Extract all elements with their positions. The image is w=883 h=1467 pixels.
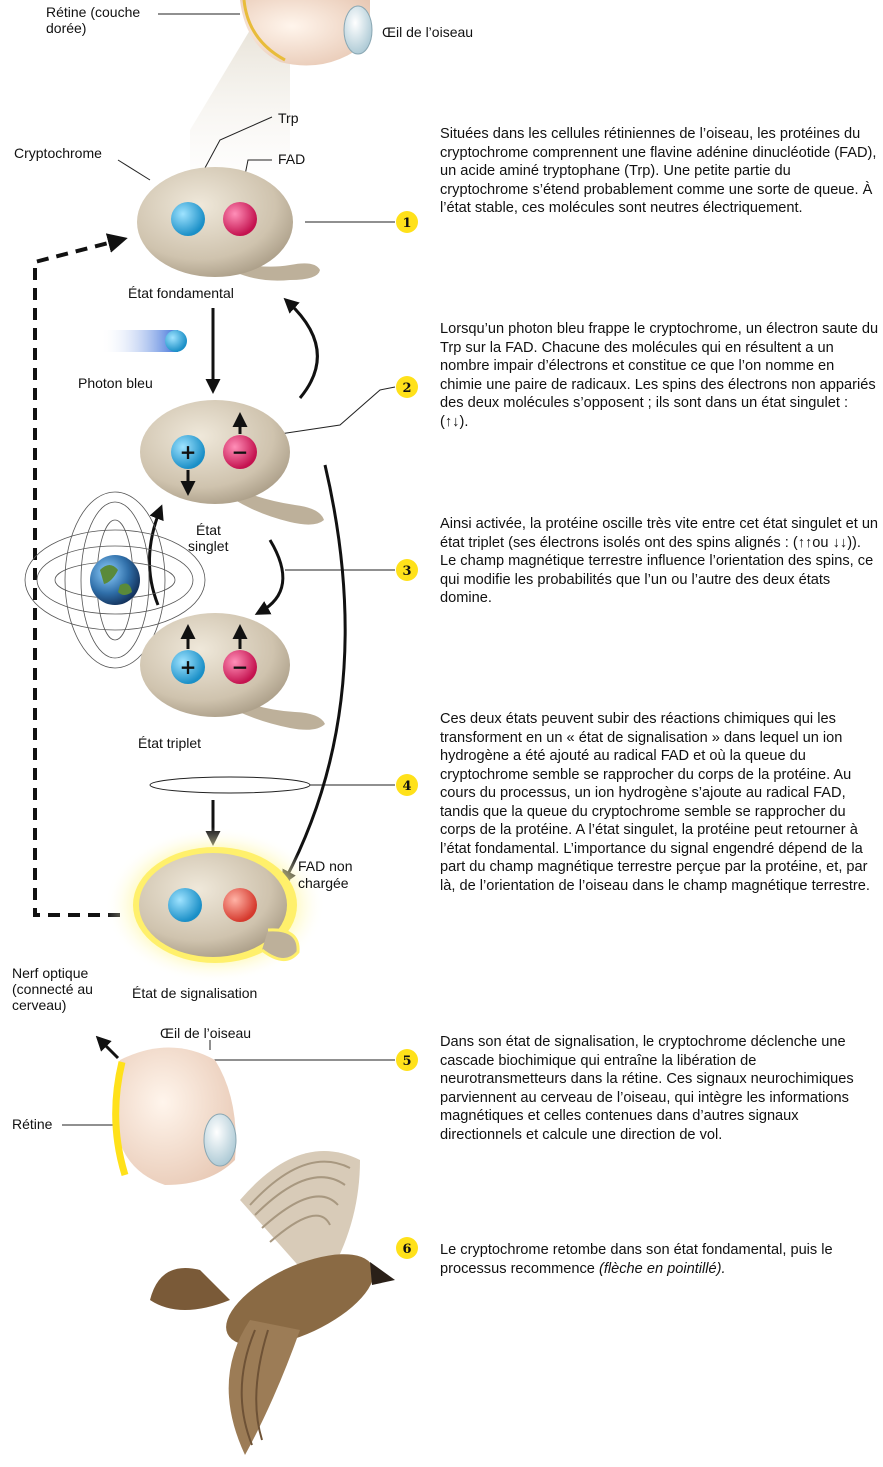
svg-text:−: − [232, 440, 249, 464]
trp-ball [171, 202, 205, 236]
label-cryptochrome: Cryptochrome [14, 145, 102, 162]
label-etat-triplet: État triplet [138, 735, 201, 752]
badge-number-1: 1 [402, 216, 411, 231]
step-2-description: Lorsqu’un photon bleu frappe le cryptoch… [440, 320, 880, 431]
step-4-description: Ces deux états peuvent subir des réactio… [440, 710, 880, 895]
label-retine-top: Rétine (couche dorée) [46, 4, 158, 36]
fad-ball [223, 202, 257, 236]
label-etat-singlet-2: singlet [188, 538, 228, 555]
label-nerf-optique: Nerf optique (connecté au cerveau) [12, 965, 112, 1013]
protein-triplet-state: + − [140, 613, 325, 730]
label-retine-bottom: Rétine [12, 1116, 52, 1133]
step-1-description: Situées dans les cellules rétiniennes de… [440, 125, 880, 218]
badge-number-4: 4 [402, 779, 411, 794]
label-photon-bleu: Photon bleu [78, 375, 153, 392]
badge-number-2: 2 [402, 381, 411, 396]
svg-text:+: + [180, 440, 197, 464]
step-3-description: Ainsi activée, la protéine oscille très … [440, 515, 880, 608]
badge-number-3: 3 [402, 564, 411, 579]
flying-bird [150, 1151, 395, 1455]
label-fad: FAD [278, 151, 305, 168]
label-etat-singlet-1: État [196, 522, 221, 539]
step-badges: 1 2 3 4 5 6 [396, 211, 418, 1259]
label-oeil-bottom: Œil de l’oiseau [160, 1025, 251, 1042]
protein-singlet-state: + − [140, 400, 324, 525]
label-fad-non-1: FAD non [298, 858, 352, 875]
step-6-italic: (flèche en pointillé). [599, 1261, 726, 1277]
step-6-description: Le cryptochrome retombe dans son état fo… [440, 1241, 880, 1278]
blue-photon [100, 330, 187, 352]
label-trp: Trp [278, 110, 298, 127]
label-fad-non-2: chargée [298, 875, 349, 892]
label-oeil-top: Œil de l’oiseau [382, 24, 473, 41]
svg-text:−: − [232, 655, 249, 679]
protein-signalling-state [105, 827, 325, 983]
label-etat-fondamental: État fondamental [128, 285, 234, 302]
badge-number-5: 5 [402, 1054, 411, 1069]
protein-ground-state [137, 167, 320, 281]
bottom-eye [100, 1040, 236, 1185]
step-5-description: Dans son état de signalisation, le crypt… [440, 1033, 880, 1144]
badge-number-6: 6 [402, 1242, 411, 1257]
svg-text:+: + [180, 655, 197, 679]
label-etat-signalisation: État de signalisation [132, 985, 257, 1002]
